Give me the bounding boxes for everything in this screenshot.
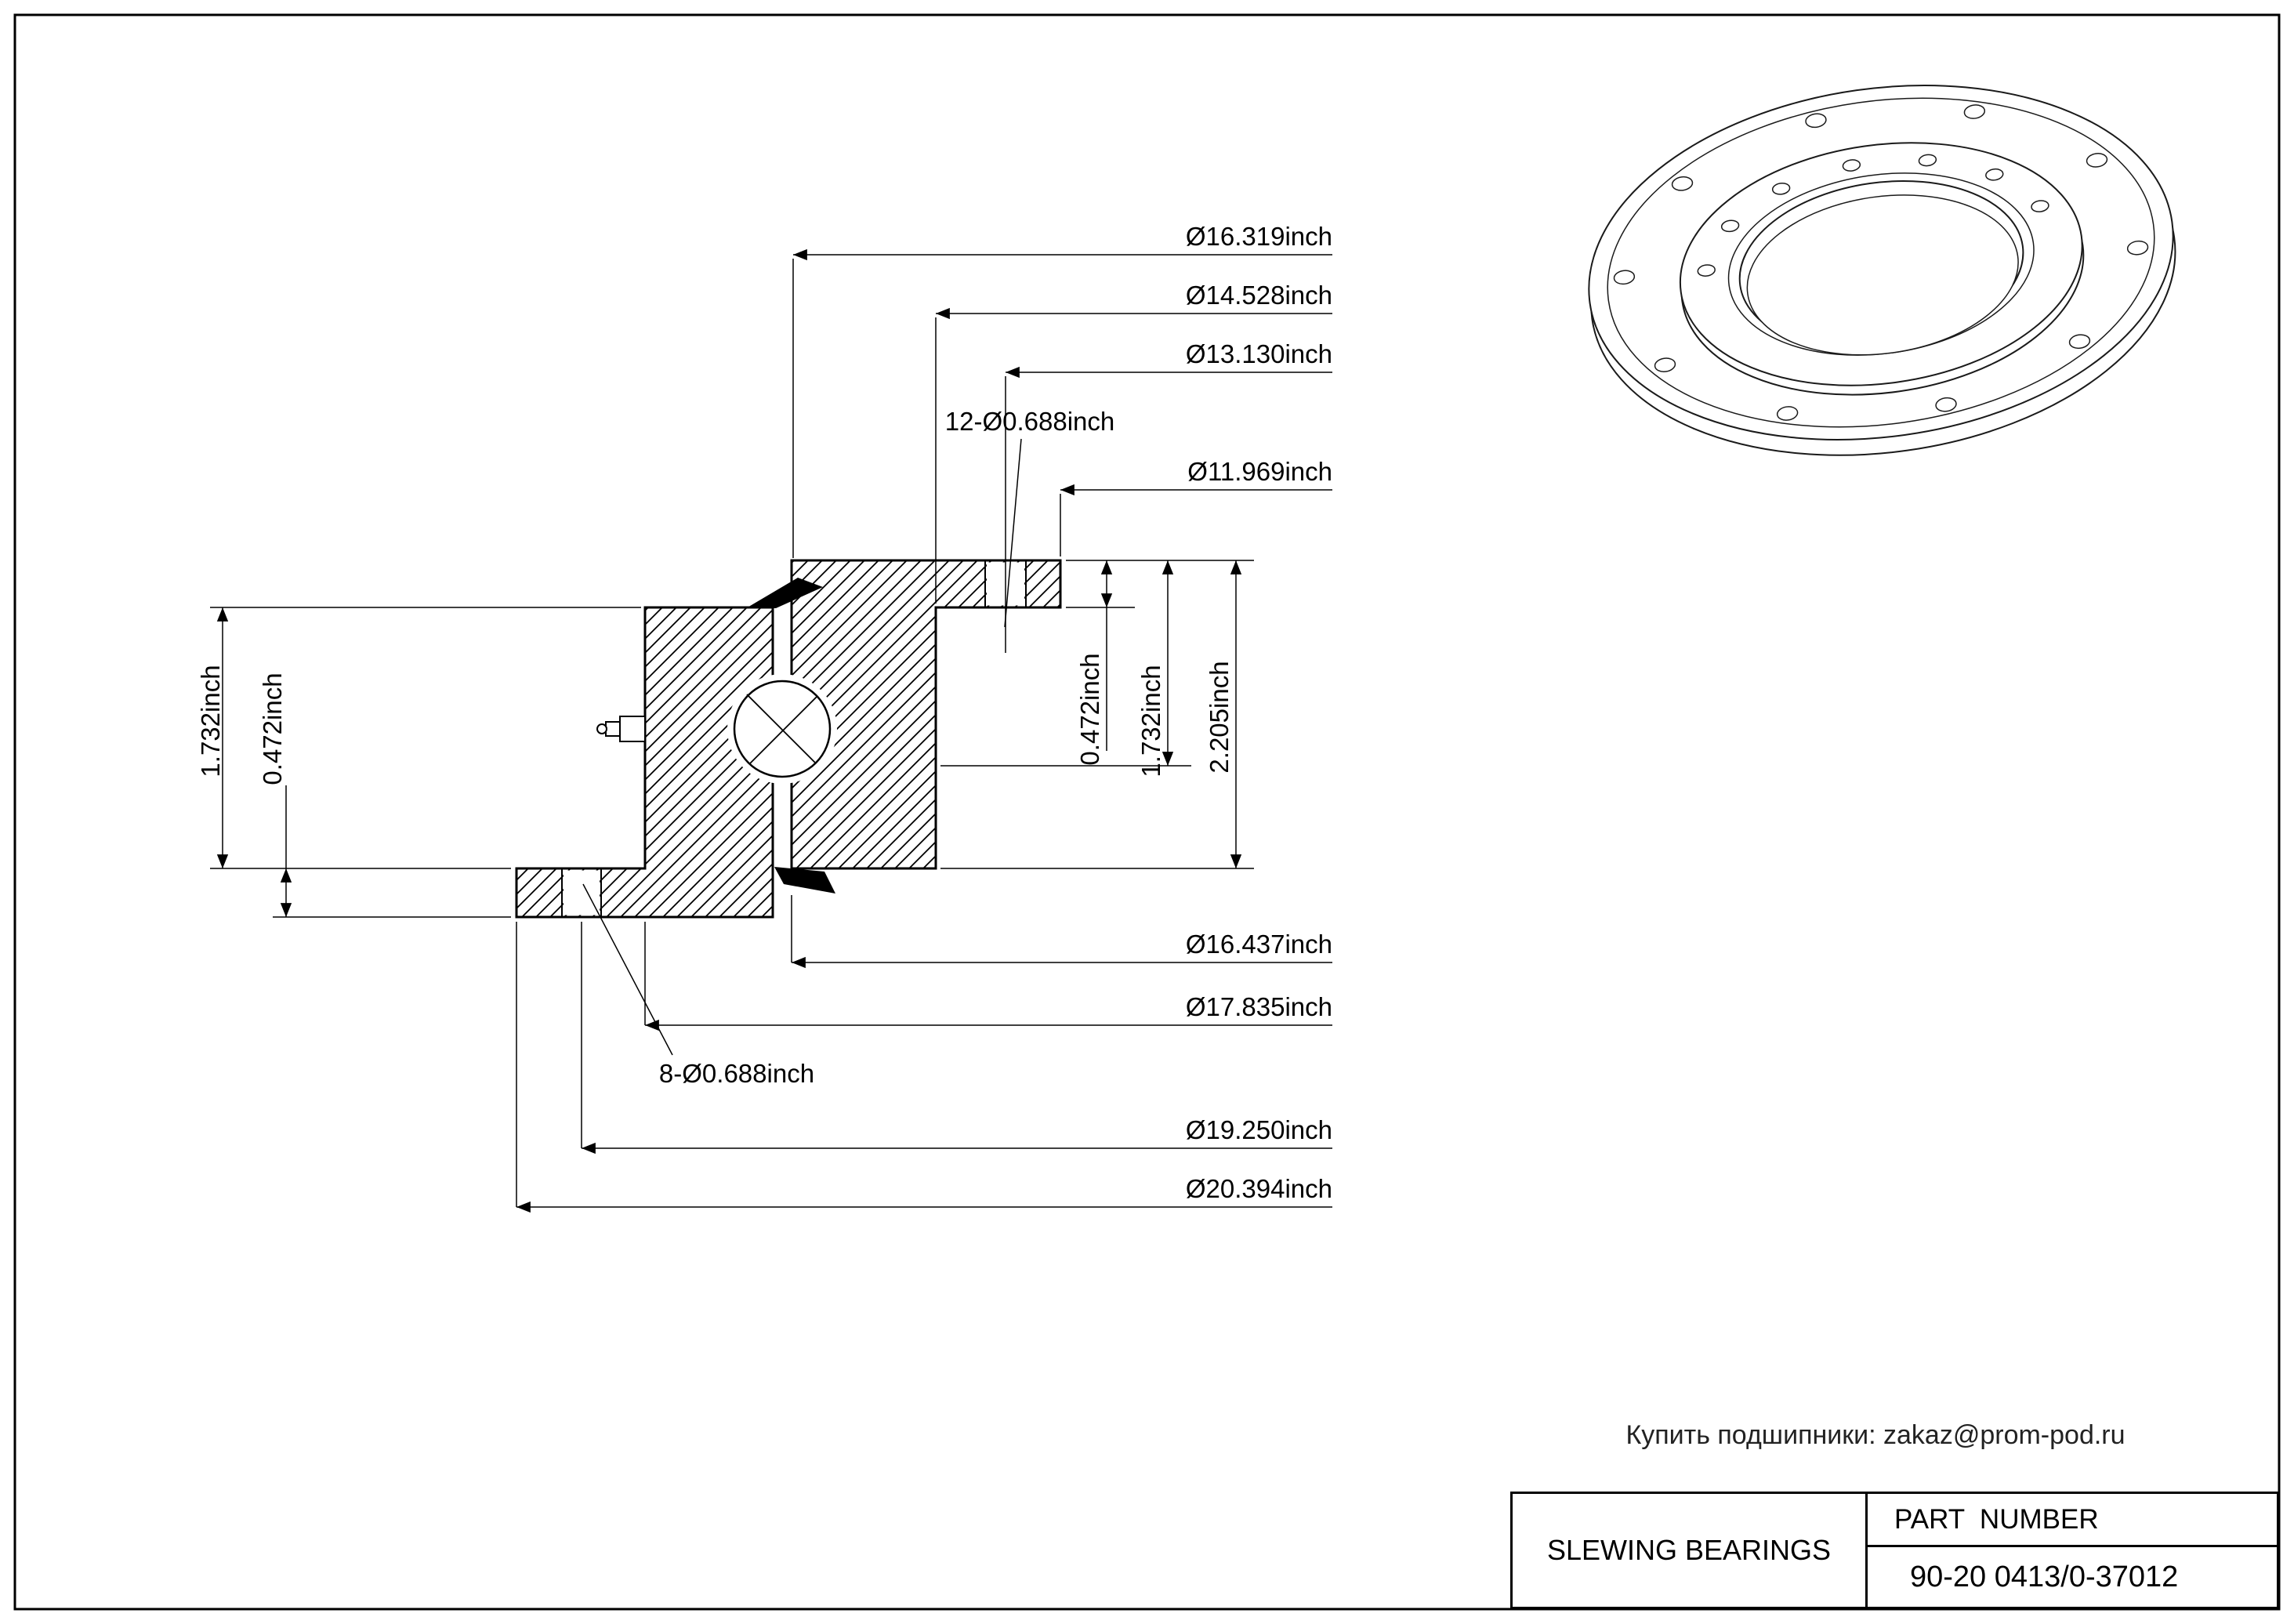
- dim-height-2-205-right: 2.205inch: [1205, 661, 1234, 773]
- part-number-header-label: PART NUMBER: [1894, 1503, 2099, 1535]
- grease-fitting: [596, 716, 646, 742]
- dim-od-19-250: Ø19.250inch: [1186, 1115, 1332, 1144]
- bore-inner-wall: [1746, 194, 2019, 356]
- inner-ring-bolt-holes: [1697, 154, 2049, 277]
- callout-8-holes: 8-Ø0.688inch: [659, 1059, 814, 1088]
- part-number-value: 90-20 0413/0-37012: [1868, 1547, 2277, 1607]
- dim-od-11-969: Ø11.969inch: [1187, 457, 1332, 486]
- dim-od-16-437: Ø16.437inch: [1186, 930, 1332, 959]
- cross-section-view: [515, 559, 1062, 919]
- dim-od-13-130: Ø13.130inch: [1186, 339, 1332, 368]
- product-type-label: SLEWING BEARINGS: [1546, 1534, 1832, 1566]
- dimension-labels: Ø16.319inch Ø14.528inch Ø13.130inch 12-Ø…: [196, 222, 1332, 1203]
- seller-contact-text: Купить подшипники: zakaz@prom-pod.ru: [1625, 1420, 2125, 1450]
- leader-8-holes: [582, 883, 673, 1056]
- dim-od-17-835: Ø17.835inch: [1186, 992, 1332, 1021]
- dim-height-1-732-right: 1.732inch: [1136, 665, 1165, 777]
- part-number-header: PART NUMBER: [1868, 1494, 2277, 1547]
- bolt-hole-bottom-flange: [561, 868, 602, 917]
- part-number-cell: PART NUMBER 90-20 0413/0-37012: [1868, 1494, 2277, 1607]
- seal-top: [746, 578, 823, 608]
- isometric-view: [1588, 85, 2176, 456]
- seal-bottom: [774, 867, 835, 894]
- inner-ring-section: [790, 559, 1062, 870]
- dim-height-0-472-left: 0.472inch: [258, 672, 287, 785]
- dim-od-16-319: Ø16.319inch: [1186, 222, 1332, 251]
- dimension-lines: [210, 248, 1332, 1213]
- outer-flange-inner-edge: [1607, 97, 2155, 428]
- part-number-text: 90-20 0413/0-37012: [1910, 1560, 2179, 1593]
- sheet-border: [13, 13, 2281, 1611]
- product-type-cell: SLEWING BEARINGS: [1513, 1494, 1868, 1607]
- dim-height-0-472-right: 0.472inch: [1075, 653, 1104, 765]
- dim-od-14-528: Ø14.528inch: [1186, 281, 1332, 310]
- outer-ring-section: [515, 606, 774, 919]
- callout-12-holes: 12-Ø0.688inch: [945, 407, 1114, 436]
- outer-flange-bolt-holes: [1613, 104, 2149, 421]
- leader-12-holes: [1004, 438, 1022, 628]
- title-block: SLEWING BEARINGS PART NUMBER 90-20 0413/…: [1510, 1492, 2279, 1609]
- dim-od-20-394: Ø20.394inch: [1186, 1174, 1332, 1203]
- dim-height-1-732-left: 1.732inch: [196, 665, 225, 777]
